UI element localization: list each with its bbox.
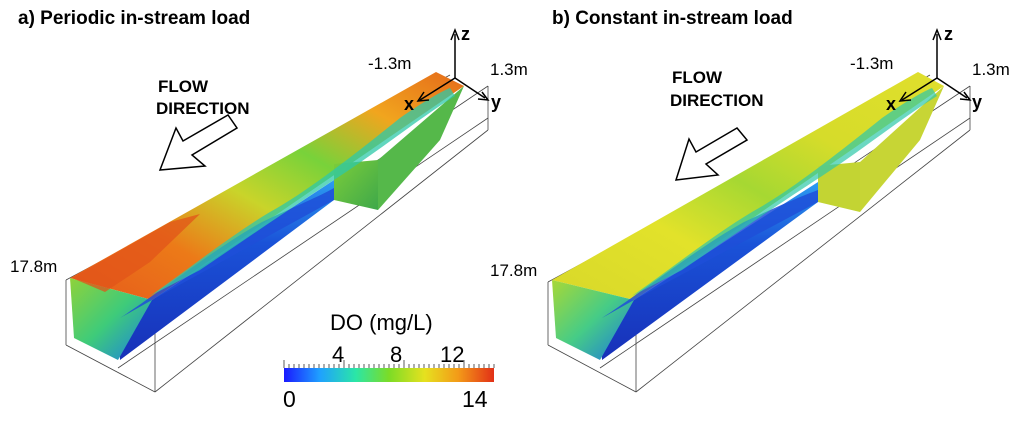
colorbar-label-12: 12 [440,342,464,367]
flow-arrow-icon [674,127,749,181]
width-max-label: 1.3m [972,60,1010,79]
colorbar-label-8: 8 [390,342,402,367]
flow-label-line2: DIRECTION [156,99,250,118]
panel-title: a) Periodic in-stream load [18,8,250,29]
width-min-label: -1.3m [850,54,893,73]
mid-do-band [150,88,455,296]
axis-triad [416,27,490,102]
channel-top-surface [552,72,944,300]
colorbar-ticks [283,360,495,368]
low-do-plume [602,190,818,318]
width-min-label: -1.3m [368,54,411,73]
z-axis-label: z [944,24,953,44]
width-max-label: 1.3m [490,60,528,79]
flow-direction-label: FLOW DIRECTION [156,77,250,118]
colorbar-label-min: 0 [283,386,296,412]
axis-triad [898,27,972,102]
channel-end-face [70,278,152,360]
colorbar: DO (mg/L) 4 8 12 0 14 [283,310,495,412]
panel-b: b) Constant in-stream load FLOW DIRECTIO… [490,8,1010,393]
colorbar-label-max: 14 [462,386,488,412]
panel-title: b) Constant in-stream load [552,8,793,29]
high-do-region [72,214,200,292]
colorbar-title: DO (mg/L) [330,310,433,335]
channel-slope-wall [860,86,944,212]
y-axis-label: y [972,92,982,112]
mid-do-band [632,88,937,296]
x-axis-label: x [886,94,896,114]
colorbar-gradient [284,368,494,382]
channel-step-face [818,162,860,212]
channel-slope-wall [378,86,464,210]
low-do-plume [120,188,334,318]
channel-end-face [552,280,634,360]
flow-label-line1: FLOW [672,68,723,87]
y-axis-label: y [491,92,501,112]
panel-a: a) Periodic in-stream load FLOW DIRECTIO… [10,8,528,393]
length-label: 17.8m [490,261,537,280]
z-axis-label: z [461,24,470,44]
length-label: 17.8m [10,257,57,276]
flow-label-line1: FLOW [158,77,209,96]
flow-arrow-icon [158,114,239,171]
flow-direction-label: FLOW DIRECTION [670,68,764,110]
x-axis-label: x [404,94,414,114]
colorbar-label-4: 4 [332,342,344,367]
flow-label-line2: DIRECTION [670,91,764,110]
